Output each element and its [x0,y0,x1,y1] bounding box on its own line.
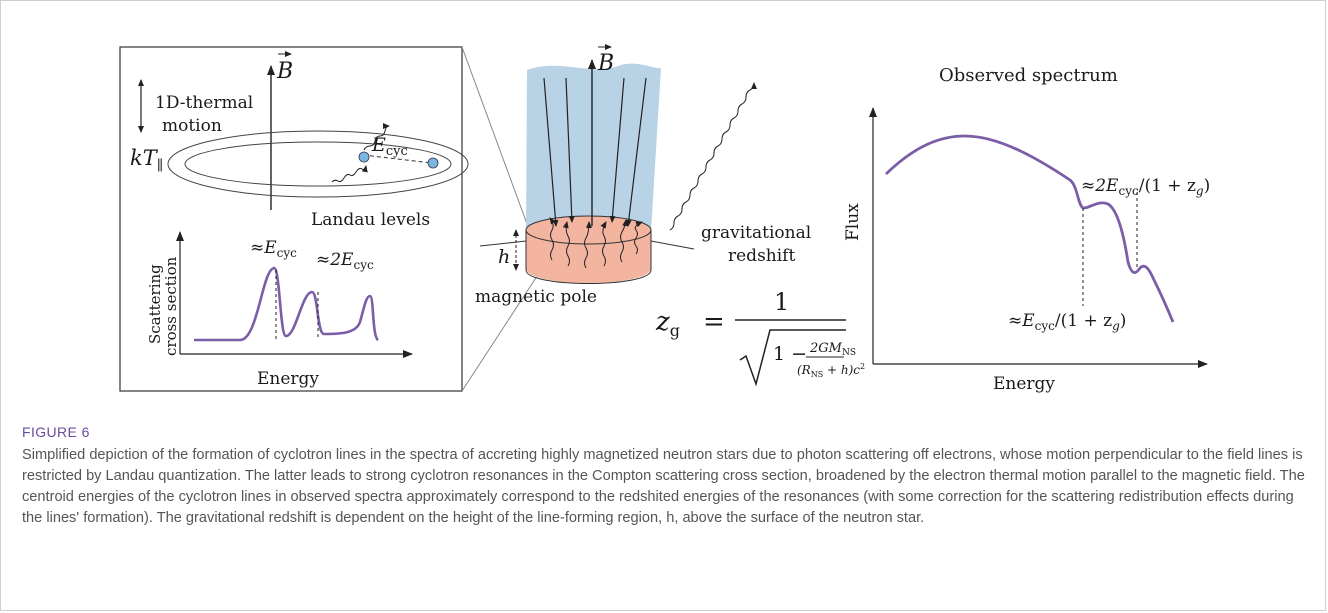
redshift-label-2: redshift [728,246,795,266]
magnetic-pole-label: magnetic pole [475,287,597,307]
thermal-label-2: motion [162,116,222,136]
kt-label: kT∥ [130,146,163,174]
formula-frac-den: (RNS + h)c2 [797,362,865,379]
cross-xlabel: Energy [257,369,319,389]
spectrum-ylabel: Flux [843,203,863,241]
flow-line-2 [565,77,575,223]
line1-label: ≈Ecyc/(1 + zg) [1008,311,1126,333]
peak1-label: ≈Ecyc [250,238,297,260]
spectrum-title: Observed spectrum [939,65,1118,86]
figure-caption: FIGURE 6 Simplified depiction of the for… [22,424,1312,529]
cross-section-curve [194,266,380,342]
landau-levels-label: Landau levels [311,210,430,230]
peak2-label: ≈2Ecyc [316,250,374,272]
line2-label: ≈2Ecyc/(1 + zg) [1081,176,1210,198]
electron-lower [358,151,370,163]
cross-ylabel-1: Scattering [146,264,164,344]
cross-ylabel-2: cross section [162,256,180,356]
flow-line-1 [543,77,559,227]
inset-panel: B 1D-thermal motion kT∥ Ecyc Landau leve… [119,46,545,392]
spectrum-curve [885,134,1175,323]
escaping-photon [669,82,757,231]
column-base-outline [525,230,652,284]
formula-sqrt [739,329,846,387]
flow-line-3 [609,77,625,223]
ecyc-label: Ecyc [371,134,408,159]
formula-frac-num: 2GMNS [809,341,856,358]
figure-diagram: B 1D-thermal motion kT∥ Ecyc Landau leve… [119,44,1210,394]
formula-lhs: zg [655,307,680,340]
observed-spectrum: Observed spectrum Flux Energy ≈2Ecyc/(1 … [843,65,1210,394]
ecyc-transition [362,154,433,164]
formula-inner-one: 1 − [773,343,807,365]
landau-level-inner [184,141,452,187]
inset-b-label: B [276,59,293,84]
column-b-label: B [597,51,614,76]
surface-line-right [650,240,695,250]
caption-title: FIGURE 6 [22,424,90,440]
redshift-label-1: gravitational [701,223,811,243]
flow-line-4 [625,77,647,227]
outgoing-photon [363,123,390,151]
caption-text: Simplified depiction of the formation of… [22,447,1305,526]
column-base [526,230,651,283]
incoming-photon [331,165,368,183]
column-body [526,63,661,233]
accretion-column: B h magnetic pole gravitational redshift [475,44,811,307]
redshift-formula: zg = 1 1 − 2GMNS (RNS + h)c2 [655,288,865,387]
photon-wiggles [549,217,643,269]
spectrum-xlabel: Energy [993,374,1055,394]
zoom-line-bottom [461,269,542,392]
height-label: h [498,246,510,268]
formula-equals: = [703,307,725,337]
formula-numerator: 1 [774,288,789,316]
landau-level-outer [167,130,469,198]
electron-upper [427,157,439,169]
thermal-label: 1D-thermal [155,93,253,113]
inset-border [119,46,463,392]
